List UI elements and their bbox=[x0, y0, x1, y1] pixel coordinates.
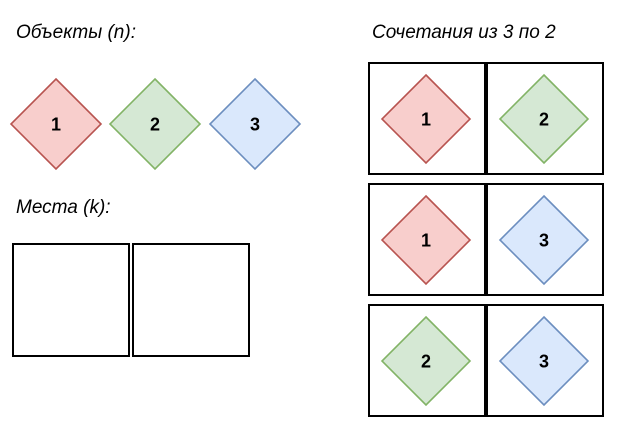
objects-label: Объекты (n): bbox=[16, 22, 136, 43]
combinations-label: Сочетания из 3 по 2 bbox=[372, 22, 556, 43]
diamond-shape bbox=[498, 73, 590, 165]
diamond-number: 1 bbox=[421, 110, 431, 130]
combination-diamond-3: 3 bbox=[498, 194, 590, 286]
diamond-shape bbox=[498, 194, 590, 286]
object-diamond-2: 2 bbox=[108, 77, 202, 171]
diamond-shape bbox=[108, 77, 202, 171]
objects-group: 1 2 3 bbox=[9, 77, 302, 171]
diamond-number: 2 bbox=[539, 110, 549, 130]
places-label: Места (k): bbox=[16, 197, 111, 218]
diamond-shape bbox=[498, 315, 590, 407]
place-slot bbox=[12, 243, 130, 357]
diamond-shape bbox=[380, 315, 472, 407]
combination-diamond-1: 1 bbox=[380, 73, 472, 165]
place-slot bbox=[132, 243, 250, 357]
combination-diamond-3: 3 bbox=[498, 315, 590, 407]
diamond-number: 1 bbox=[421, 231, 431, 251]
combination-diamond-2: 2 bbox=[380, 315, 472, 407]
diamond-number: 2 bbox=[150, 115, 160, 135]
diamond-shape bbox=[9, 77, 103, 171]
diamond-shape bbox=[380, 194, 472, 286]
object-diamond-3: 3 bbox=[208, 77, 302, 171]
diamond-shape bbox=[208, 77, 302, 171]
places-group bbox=[12, 243, 250, 357]
combination-diamond-1: 1 bbox=[380, 194, 472, 286]
diamond-number: 3 bbox=[539, 231, 549, 251]
diamond-number: 1 bbox=[51, 115, 61, 135]
combination-diamond-2: 2 bbox=[498, 73, 590, 165]
diamond-number: 3 bbox=[539, 352, 549, 372]
diamond-number: 3 bbox=[250, 115, 260, 135]
diamond-shape bbox=[380, 73, 472, 165]
object-diamond-1: 1 bbox=[9, 77, 103, 171]
diamond-number: 2 bbox=[421, 352, 431, 372]
